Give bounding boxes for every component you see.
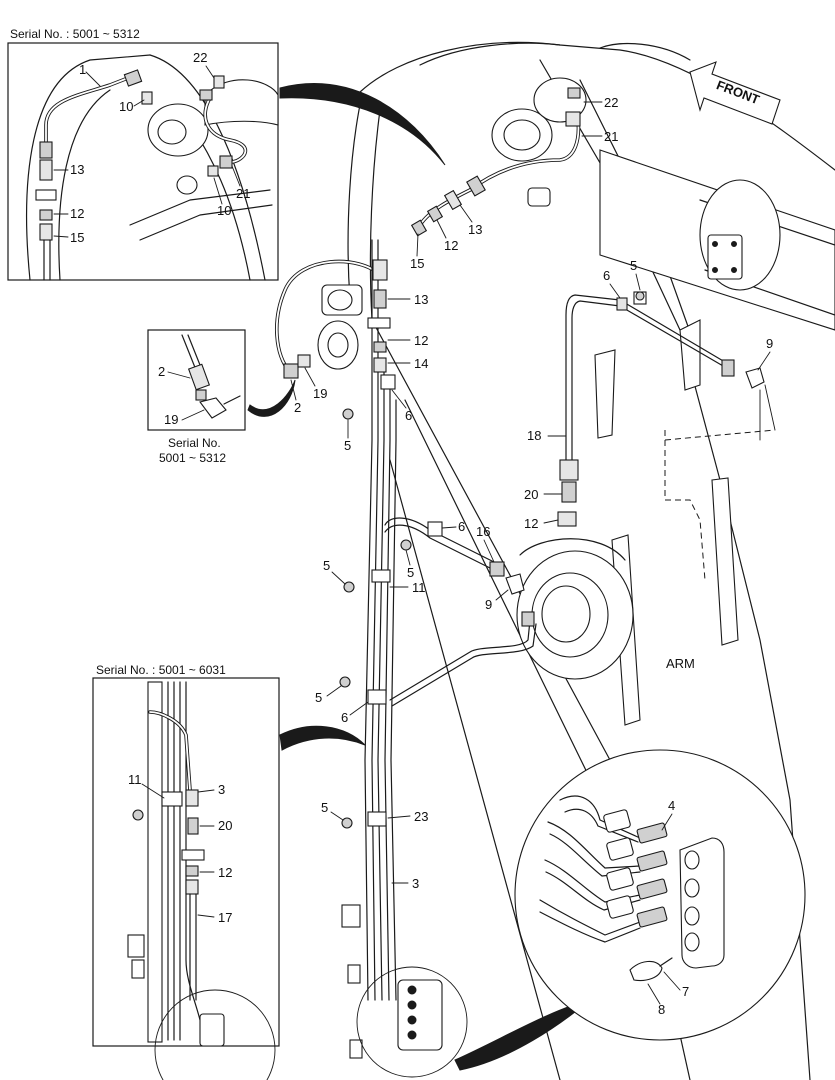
callout-19: 19 (313, 386, 327, 401)
callout-5e: 5 (315, 690, 322, 705)
callout-3: 3 (412, 876, 419, 891)
callout-13: 13 (468, 222, 482, 237)
callout-12b: 12 (414, 333, 428, 348)
callout-4: 4 (668, 798, 675, 813)
detail-circle-small (356, 966, 468, 1078)
bl-callout-17: 17 (218, 910, 232, 925)
sm-callout-2: 2 (158, 364, 165, 379)
callout-9a: 9 (766, 336, 773, 351)
callout-7: 7 (682, 984, 689, 999)
callout-23: 23 (414, 809, 428, 824)
tl-callout-10a: 10 (119, 99, 133, 114)
callout-12: 12 (444, 238, 458, 253)
main-fittings (283, 87, 765, 1051)
detail-pointers (247, 83, 776, 1071)
main-callouts: 22 21 13 12 15 13 12 14 2 19 6 5 6 5 9 1… (290, 95, 773, 891)
callout-21: 21 (604, 129, 618, 144)
tl-callout-22: 22 (193, 50, 207, 65)
callout-16: 16 (476, 524, 490, 539)
tl-callout-13: 13 (70, 162, 84, 177)
callout-5d: 5 (323, 558, 330, 573)
tl-callout-10b: 10 (217, 203, 231, 218)
callout-12c: 12 (524, 516, 538, 531)
bl-callout-20: 20 (218, 818, 232, 833)
inset-small-serial-1: Serial No. (168, 436, 221, 450)
tl-callout-1: 1 (79, 62, 86, 77)
arm-label: ARM (666, 656, 695, 671)
callout-2: 2 (294, 400, 301, 415)
callout-6a: 6 (405, 408, 412, 423)
bl-callout-11: 11 (128, 772, 142, 787)
tl-callout-21: 21 (236, 186, 250, 201)
callout-9b: 9 (485, 597, 492, 612)
bl-callout-3: 3 (218, 782, 225, 797)
tl-callout-15: 15 (70, 230, 84, 245)
callout-5b: 5 (630, 258, 637, 273)
bl-callout-12: 12 (218, 865, 232, 880)
callout-6b: 6 (603, 268, 610, 283)
callout-13b: 13 (414, 292, 428, 307)
inset-top-left-serial: Serial No. : 5001 ~ 5312 (10, 27, 140, 41)
arm-structure (317, 41, 835, 1080)
callout-18: 18 (527, 428, 541, 443)
front-direction-arrow: FRONT (689, 61, 781, 125)
tl-callout-12: 12 (70, 206, 84, 221)
sm-callout-19: 19 (164, 412, 178, 427)
callout-5f: 5 (321, 800, 328, 815)
callout-22: 22 (604, 95, 618, 110)
inset-small-serial-2: 5001 ~ 5312 (159, 451, 226, 465)
callout-15: 15 (410, 256, 424, 271)
detail-circle-connectors: 4 7 8 (514, 749, 806, 1041)
inset-small: 2 19 Serial No. 5001 ~ 5312 (147, 329, 246, 465)
inset-bottom-left: Serial No. : 5001 ~ 6031 11 3 20 12 17 (92, 663, 280, 1080)
inset-bottom-left-serial: Serial No. : 5001 ~ 6031 (96, 663, 226, 677)
callout-8: 8 (658, 1002, 665, 1017)
callout-20: 20 (524, 487, 538, 502)
callout-5a: 5 (344, 438, 351, 453)
callout-5c: 5 (407, 565, 414, 580)
callout-6d: 6 (341, 710, 348, 725)
callout-6c: 6 (458, 519, 465, 534)
callout-11: 11 (412, 580, 426, 595)
callout-14: 14 (414, 356, 428, 371)
inset-top-left: Serial No. : 5001 ~ 5312 1 10 22 13 12 1… (7, 27, 279, 281)
